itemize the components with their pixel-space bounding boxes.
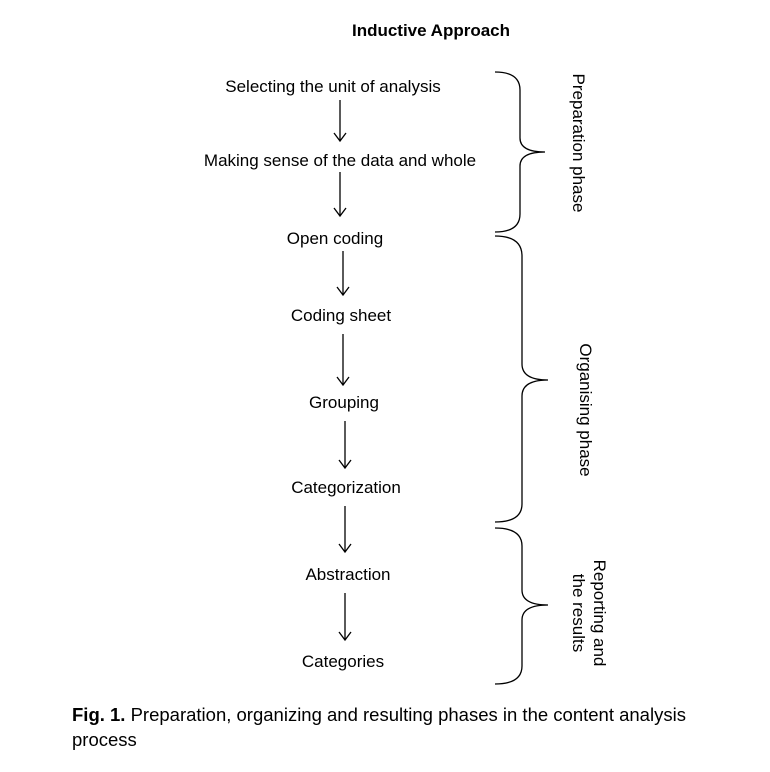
arrow-down-icon — [338, 421, 352, 470]
step-categories: Categories — [302, 652, 384, 671]
arrow-down-icon — [333, 172, 347, 218]
phase-label-preparation: Preparation phase — [569, 74, 588, 213]
arrow-down-icon — [338, 506, 352, 554]
arrow-down-icon — [338, 593, 352, 642]
step-categorization: Categorization — [291, 478, 401, 497]
step-making-sense: Making sense of the data and whole — [204, 151, 476, 170]
step-grouping: Grouping — [309, 393, 379, 412]
phase-label-organising: Organising phase — [576, 343, 595, 476]
step-coding-sheet: Coding sheet — [291, 306, 391, 325]
step-open-coding: Open coding — [287, 229, 383, 248]
phase-label-reporting-2: the results — [569, 574, 588, 652]
arrow-down-icon — [333, 100, 347, 143]
caption-label: Fig. 1. — [72, 704, 126, 725]
step-abstraction: Abstraction — [305, 565, 390, 584]
caption-text: Preparation, organizing and resulting ph… — [72, 704, 686, 750]
organising-brace — [494, 235, 549, 523]
preparation-brace — [494, 71, 546, 233]
arrow-down-icon — [336, 334, 350, 387]
arrow-down-icon — [336, 251, 350, 297]
reporting-brace — [494, 527, 549, 685]
phase-label-reporting-1: Reporting and — [590, 560, 609, 667]
diagram-title: Inductive Approach — [352, 21, 510, 40]
step-selecting-unit: Selecting the unit of analysis — [225, 77, 440, 96]
figure-caption: Fig. 1. Preparation, organizing and resu… — [72, 702, 752, 752]
